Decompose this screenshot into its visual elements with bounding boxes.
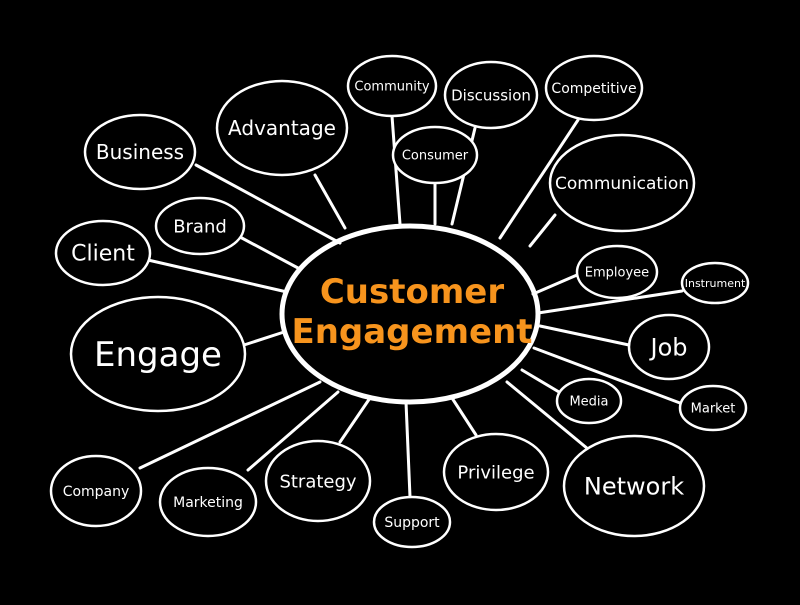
node-business-label: Business	[96, 140, 184, 164]
node-network-label: Network	[584, 472, 684, 500]
node-advantage: Advantage	[215, 79, 349, 177]
node-support: Support	[372, 495, 452, 549]
node-job-label: Job	[649, 333, 688, 361]
connector-engage	[242, 330, 286, 347]
node-instrument: Instrument	[680, 261, 750, 305]
connector-community	[390, 114, 402, 226]
node-communication-ellipse	[548, 133, 696, 233]
node-company-label: Company	[63, 484, 130, 500]
node-community-ellipse	[346, 54, 438, 118]
center-title-line1: Customer	[320, 272, 504, 312]
node-brand: Brand	[154, 196, 246, 256]
node-media-ellipse	[555, 377, 623, 425]
node-privilege: Privilege	[442, 432, 550, 512]
node-company-ellipse	[49, 454, 143, 528]
center-node: Customer Engagement	[279, 223, 541, 405]
node-instrument-label: Instrument	[685, 277, 746, 290]
connector-strategy	[338, 396, 372, 444]
center-ellipse	[279, 223, 541, 405]
node-support-ellipse	[372, 495, 452, 549]
node-communication-label: Communication	[555, 174, 689, 194]
connector-support	[404, 400, 412, 499]
node-job: Job	[627, 313, 711, 381]
node-market: Market	[678, 384, 748, 432]
connector-communication	[528, 213, 557, 248]
node-brand-label: Brand	[173, 216, 227, 237]
node-media: Media	[555, 377, 623, 425]
node-strategy-ellipse	[264, 439, 372, 523]
connector-brand	[238, 235, 300, 270]
connector-business	[194, 163, 342, 245]
node-client: Client	[54, 219, 152, 287]
node-market-label: Market	[691, 402, 736, 417]
connector-competitive	[498, 118, 580, 240]
node-employee: Employee	[575, 244, 659, 300]
node-client-label: Client	[71, 242, 135, 267]
connector-job	[538, 324, 631, 347]
node-engage: Engage	[69, 295, 247, 413]
connector-privilege	[450, 396, 478, 437]
center-title-line2: Engagement	[291, 312, 532, 352]
node-company: Company	[49, 454, 143, 528]
node-marketing: Marketing	[158, 466, 258, 538]
connector-lines	[138, 114, 684, 499]
node-instrument-ellipse	[680, 261, 750, 305]
node-business: Business	[83, 113, 197, 191]
node-discussion-label: Discussion	[451, 86, 531, 104]
node-engage-label: Engage	[94, 335, 222, 375]
connector-employee	[531, 273, 579, 296]
node-consumer-label: Consumer	[402, 149, 469, 164]
node-communication: Communication	[548, 133, 696, 233]
node-privilege-label: Privilege	[457, 462, 534, 483]
node-brand-ellipse	[154, 196, 246, 256]
node-marketing-ellipse	[158, 466, 258, 538]
node-support-label: Support	[384, 515, 440, 531]
connector-client	[146, 258, 289, 294]
node-employee-ellipse	[575, 244, 659, 300]
node-network: Network	[562, 434, 706, 538]
node-client-ellipse	[54, 219, 152, 287]
node-discussion: Discussion	[443, 60, 539, 130]
node-job-ellipse	[627, 313, 711, 381]
connector-media	[520, 368, 561, 394]
connector-instrument	[536, 289, 684, 315]
node-consumer-ellipse	[391, 125, 479, 185]
node-marketing-label: Marketing	[173, 495, 243, 511]
node-consumer: Consumer	[391, 125, 479, 185]
connector-market	[532, 346, 682, 405]
node-network-ellipse	[562, 434, 706, 538]
connector-marketing	[246, 390, 340, 472]
node-market-ellipse	[678, 384, 748, 432]
connector-company	[138, 380, 322, 470]
node-competitive-ellipse	[544, 54, 644, 122]
node-competitive-label: Competitive	[551, 81, 636, 97]
node-employee-label: Employee	[585, 266, 649, 281]
node-media-label: Media	[569, 395, 608, 410]
node-competitive: Competitive	[544, 54, 644, 122]
node-advantage-label: Advantage	[228, 116, 336, 140]
node-strategy-label: Strategy	[279, 471, 356, 492]
node-business-ellipse	[83, 113, 197, 191]
node-privilege-ellipse	[442, 432, 550, 512]
node-strategy: Strategy	[264, 439, 372, 523]
node-community-label: Community	[354, 80, 430, 95]
connector-advantage	[313, 173, 347, 230]
node-advantage-ellipse	[215, 79, 349, 177]
node-discussion-ellipse	[443, 60, 539, 130]
node-community: Community	[346, 54, 438, 118]
connector-network	[505, 380, 590, 451]
node-engage-ellipse	[69, 295, 247, 413]
